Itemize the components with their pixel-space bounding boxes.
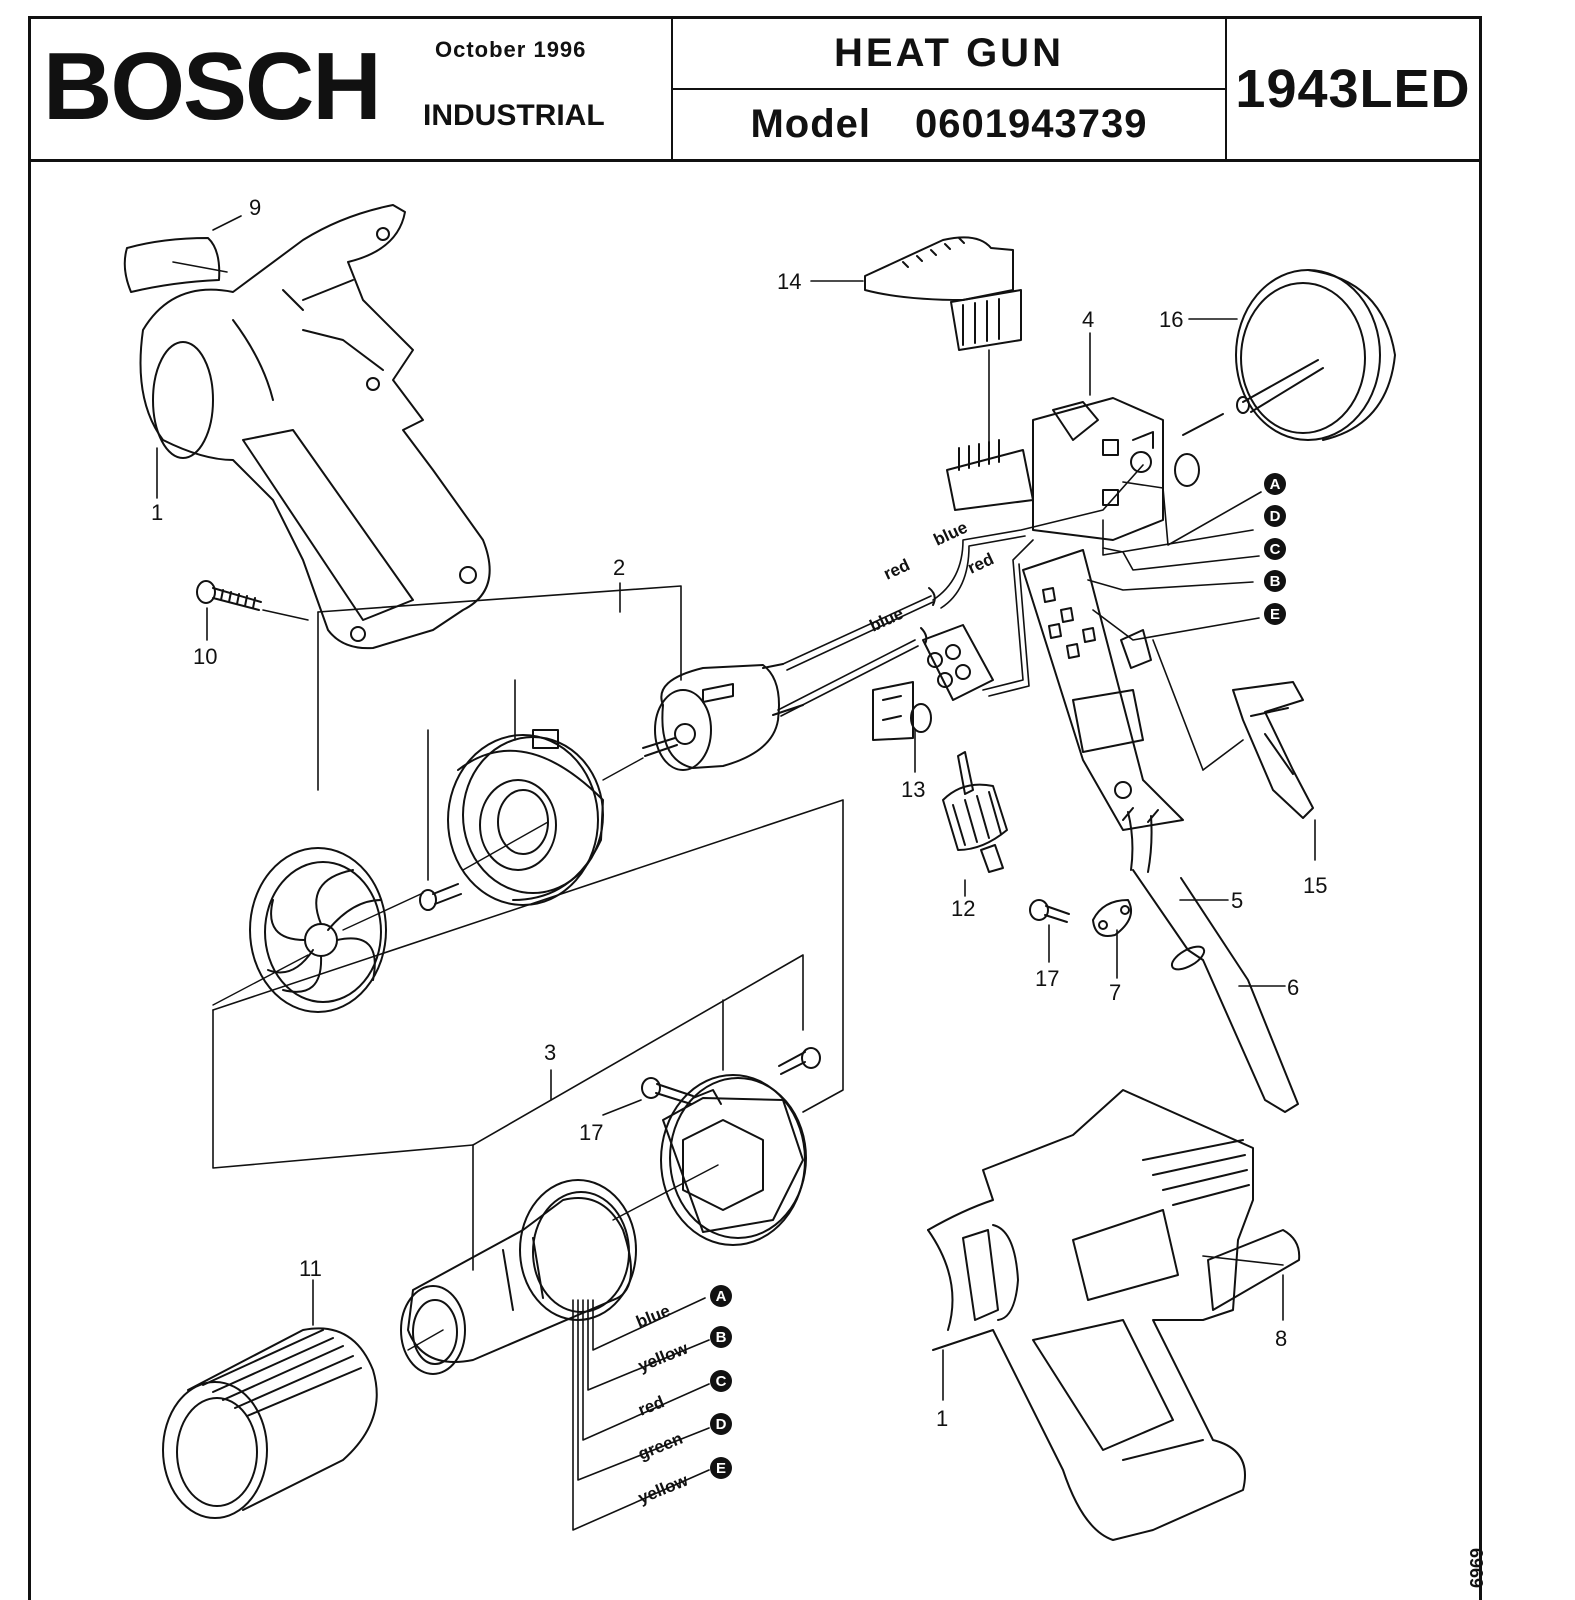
leader-lines	[156, 215, 1316, 1401]
connector-letter: D	[1270, 508, 1281, 525]
callout-8: 8	[1275, 1326, 1287, 1351]
switch-wires	[1087, 481, 1262, 641]
connector-letter: E	[1270, 606, 1280, 623]
wire-label-blue: blue	[633, 1301, 673, 1332]
division-label: INDUSTRIAL	[423, 99, 605, 132]
model-number: 0601943739	[915, 102, 1148, 146]
label-sticker-9	[123, 237, 221, 293]
connector-letter: D	[716, 1416, 727, 1433]
report-date: October 1996	[435, 37, 587, 62]
callout-10: 10	[193, 644, 217, 669]
callout-17: 17	[579, 1120, 603, 1145]
connector-d-badge	[710, 1413, 732, 1435]
model-label: Model	[750, 102, 872, 146]
element-screw	[778, 1047, 821, 1075]
terminal-block-13	[872, 587, 994, 741]
code-cell: 1943LED	[1227, 19, 1479, 159]
connector-letter: A	[716, 1288, 727, 1305]
fan-motor	[642, 663, 804, 771]
connector-letter: A	[1270, 476, 1281, 493]
fan-impeller	[249, 847, 387, 1013]
circuit-board	[1022, 549, 1184, 831]
drawing-number: 6969	[1466, 1548, 1486, 1589]
callout-14: 14	[777, 269, 801, 294]
connector-b-badge	[1264, 570, 1286, 592]
wire-label-red: red	[635, 1392, 667, 1420]
callout-6: 6	[1287, 975, 1299, 1000]
potentiometer-12	[942, 751, 1008, 873]
switch-connectors	[710, 473, 1286, 1479]
heating-element-3	[400, 1179, 637, 1375]
callout-13: 13	[901, 777, 925, 802]
wire-label-yellow: yellow	[635, 1338, 691, 1375]
power-cable-5	[1122, 807, 1299, 1113]
fan-housing-ring	[447, 729, 604, 906]
product-name: HEAT GUN	[673, 19, 1225, 90]
connector-letter: E	[716, 1460, 726, 1477]
connector-e-badge	[710, 1457, 732, 1479]
nozzle-11	[162, 1327, 378, 1519]
diagram-frame: A D C B E A B C D E red blue blue red bl…	[28, 160, 1482, 1600]
callout-1: 1	[151, 500, 163, 525]
brand-cell: BOSCH October 1996 INDUSTRIAL	[31, 19, 673, 159]
callout-16: 16	[1159, 307, 1183, 332]
callout-9: 9	[249, 195, 261, 220]
wire-label-blue: blue	[931, 518, 971, 550]
callout-11: 11	[299, 1256, 322, 1281]
wire-label-red: red	[881, 555, 913, 583]
screw-10	[196, 580, 262, 611]
callout-2: 2	[613, 555, 625, 580]
callout-1: 1	[936, 1406, 948, 1431]
exploded-view-diagram: A D C B E A B C D E red blue blue red bl…	[123, 195, 1396, 1541]
connector-d-badge	[1264, 505, 1286, 527]
callout-12: 12	[951, 896, 975, 921]
trigger-15	[1232, 681, 1314, 819]
electronic-switch-4	[946, 397, 1200, 541]
element-wires	[572, 1297, 710, 1531]
callout-5: 5	[1231, 888, 1243, 913]
fan-screw	[419, 883, 462, 911]
connector-e-badge	[1264, 603, 1286, 625]
wire-label-green: green	[635, 1429, 685, 1464]
connector-a-badge	[1264, 473, 1286, 495]
connector-letter: B	[716, 1329, 727, 1346]
connector-c-badge	[1264, 538, 1286, 560]
wire-label-blue: blue	[867, 604, 907, 636]
title-block: BOSCH October 1996 INDUSTRIAL HEAT GUN M…	[28, 16, 1482, 162]
connector-letter: C	[716, 1373, 727, 1390]
callout-4: 4	[1082, 307, 1094, 332]
brand-logo: BOSCH	[43, 33, 382, 140]
housing-half-left	[139, 204, 491, 650]
control-dial-16	[1182, 269, 1396, 441]
element-holder	[660, 1074, 807, 1246]
connector-letter: C	[1270, 541, 1281, 558]
model-row: Model 0601943739	[673, 90, 1225, 159]
connector-b-badge	[710, 1326, 732, 1348]
switch-cover-14	[864, 236, 1022, 351]
label-sticker-8	[1207, 1229, 1301, 1311]
motor-wires	[777, 464, 1144, 717]
screw-17-lower	[641, 1077, 694, 1105]
connector-c-badge	[710, 1370, 732, 1392]
cable-clamp-7	[1092, 899, 1132, 937]
callout-17: 17	[1035, 966, 1059, 991]
product-code: 1943LED	[1235, 59, 1471, 119]
connector-letter: B	[1270, 573, 1281, 590]
callout-3: 3	[544, 1040, 556, 1065]
screw-17-upper	[1029, 899, 1070, 923]
title-cell: HEAT GUN Model 0601943739	[673, 19, 1227, 159]
callout-7: 7	[1109, 980, 1121, 1005]
assembled-heat-gun	[927, 1089, 1254, 1541]
callout-15: 15	[1303, 873, 1327, 898]
wire-label-yellow: yellow	[635, 1470, 691, 1507]
connector-a-badge	[710, 1285, 732, 1307]
